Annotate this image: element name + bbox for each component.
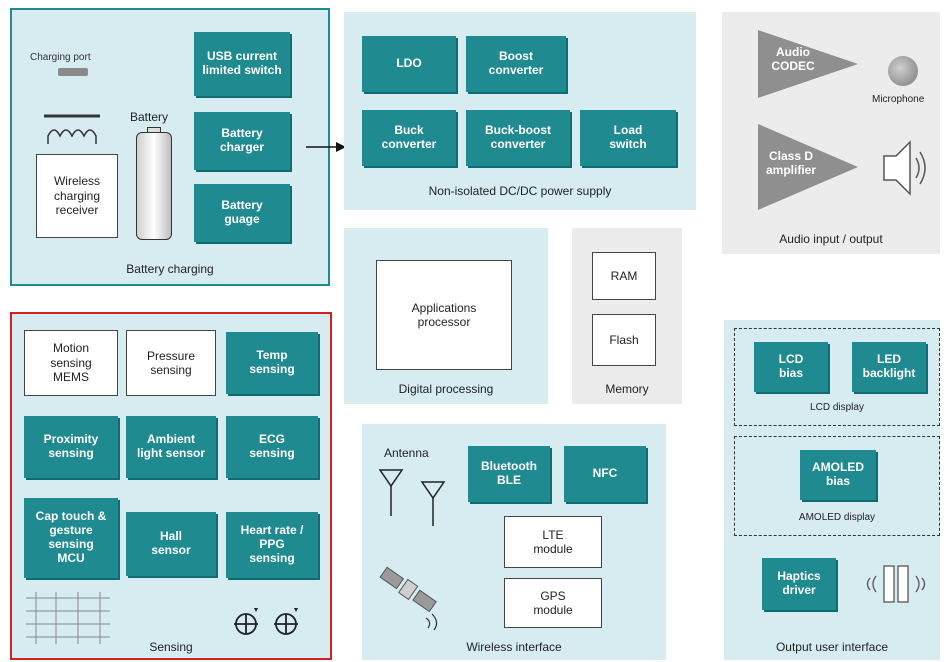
flash-block: Flash — [592, 314, 656, 366]
load-switch-block: Load switch — [580, 110, 676, 166]
nfc-block: NFC — [564, 446, 646, 502]
cap-touch-gesture-mcu: Cap touch & gesture sensing MCU — [24, 498, 118, 578]
memory-title: Memory — [605, 382, 649, 396]
motion-sensing-mems: Motion sensing MEMS — [24, 330, 118, 396]
battery-icon — [136, 132, 172, 240]
led-backlight-block: LED backlight — [852, 342, 926, 392]
antenna-icon — [378, 469, 446, 526]
ldo-block: LDO — [362, 36, 456, 92]
battery-gauge: Battery guage — [194, 184, 290, 242]
battery-charging-title: Battery charging — [126, 262, 214, 276]
buck-boost-converter-block: Buck-boost converter — [466, 110, 570, 166]
pressure-sensing: Pressure sensing — [126, 330, 216, 396]
sensing-title: Sensing — [149, 640, 193, 654]
hall-sensor-icon — [234, 608, 298, 635]
speaker-icon — [883, 140, 926, 196]
antenna-label: Antenna — [384, 446, 429, 460]
satellite-icon — [379, 566, 438, 631]
battery-cap-icon — [147, 127, 161, 133]
lte-module: LTE module — [504, 516, 602, 568]
digital-processing-title: Digital processing — [398, 382, 494, 396]
amoled-bias-block: AMOLED bias — [800, 450, 876, 500]
ram-block: RAM — [592, 252, 656, 300]
hall-sensor: Hall sensor — [126, 512, 216, 576]
amoled-display-label: AMOLED display — [798, 512, 876, 523]
lcd-display-label: LCD display — [810, 402, 864, 413]
dcdc-title: Non-isolated DC/DC power supply — [428, 184, 612, 198]
output-ui-title: Output user interface — [775, 640, 889, 654]
lcd-bias-block: LCD bias — [754, 342, 828, 392]
buck-converter-block: Buck converter — [362, 110, 456, 166]
amplifier-triangle-icon — [758, 124, 858, 210]
ambient-light-sensor: Ambient light sensor — [126, 416, 216, 478]
battery-label: Battery — [130, 110, 169, 124]
arrow-icon — [306, 142, 346, 152]
usb-current-limited-switch: USB current limited switch — [194, 32, 290, 96]
charging-port-label: Charging port — [30, 52, 91, 63]
microphone-icon — [888, 56, 918, 86]
vibration-icon — [866, 565, 926, 603]
class-d-amplifier-label: Class D amplifier — [765, 149, 816, 177]
heart-rate-ppg-sensing: Heart rate / PPG sensing — [226, 512, 318, 578]
ecg-sensing: ECG sensing — [226, 416, 318, 478]
codec-triangle-icon — [758, 30, 858, 98]
lcd-display-group — [734, 328, 940, 426]
battery-charger: Battery charger — [194, 112, 290, 170]
amoled-display-group — [734, 436, 940, 536]
temp-sensing: Temp sensing — [226, 332, 318, 394]
grid-sensor-icon — [26, 592, 110, 644]
boost-converter-block: Boost converter — [466, 36, 566, 92]
audio-title: Audio input / output — [779, 232, 883, 246]
proximity-sensing: Proximity sensing — [24, 416, 118, 478]
audio-codec-label: Audio CODEC — [771, 45, 815, 73]
coil-icon — [44, 114, 100, 144]
wireless-charging-receiver: Wireless charging receiver — [36, 154, 118, 238]
charging-port-icon — [58, 68, 88, 76]
bluetooth-ble-block: Bluetooth BLE — [468, 446, 550, 502]
gps-module: GPS module — [504, 578, 602, 628]
wireless-interface-title: Wireless interface — [466, 640, 562, 654]
haptics-driver-block: Haptics driver — [762, 558, 836, 610]
applications-processor: Applications processor — [376, 260, 512, 370]
microphone-label: Microphone — [872, 94, 925, 105]
